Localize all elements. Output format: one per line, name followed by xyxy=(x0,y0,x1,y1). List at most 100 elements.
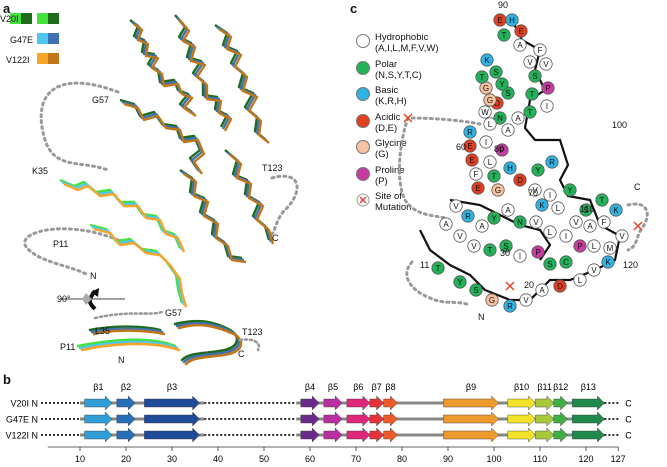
axis-tick-label: 20 xyxy=(121,454,131,464)
residue-47: T xyxy=(595,193,609,207)
strand-arrow-β13 xyxy=(572,427,605,443)
residue-69: C xyxy=(559,255,573,269)
legend-dot xyxy=(356,113,370,128)
residue-33: F xyxy=(469,167,483,181)
residue-letter: A xyxy=(505,126,511,135)
loop-2 xyxy=(405,260,472,307)
residue-letter: S xyxy=(532,72,537,81)
residue-letter: Y xyxy=(491,214,497,223)
residue-79: V xyxy=(519,293,533,307)
residue-61: A xyxy=(439,217,453,231)
residue-34: T xyxy=(487,169,501,183)
loop-g57 xyxy=(39,81,120,172)
residue-letter: H xyxy=(507,164,513,173)
strand-arrow-β4 xyxy=(300,411,320,427)
strand-label: β9 xyxy=(466,382,476,392)
strand-arrow-β2 xyxy=(116,395,136,411)
residue-56: A xyxy=(501,203,515,217)
residue-28: P xyxy=(495,143,509,157)
residue-letter: H xyxy=(509,16,515,25)
residue-letter: C xyxy=(563,258,569,267)
label-c: C xyxy=(272,233,279,243)
residue-letter: V xyxy=(591,266,597,275)
residue-letter: A xyxy=(539,286,545,295)
legend-name: Hydrophobic xyxy=(375,32,429,43)
legend-name: Basic xyxy=(375,85,399,96)
residue-40: R xyxy=(545,155,559,169)
strand-arrow-β11 xyxy=(535,395,555,411)
strand-arrow-β7 xyxy=(369,395,384,411)
residue-67: P xyxy=(531,245,545,259)
strand-arrow-β5 xyxy=(323,427,343,443)
mutation-site-icon xyxy=(505,281,515,291)
residue-letter: A xyxy=(479,222,485,231)
residue-letter: D xyxy=(557,282,563,291)
residue-number-label: 30 xyxy=(500,248,510,258)
backbone-upper xyxy=(119,14,270,175)
residue-71: L xyxy=(587,239,601,253)
residue-68: S xyxy=(543,257,557,271)
residue-letter: K xyxy=(484,56,490,65)
residue-14: A xyxy=(511,111,525,125)
strand-arrow-β8 xyxy=(383,411,398,427)
legend-dot xyxy=(356,140,370,154)
strand-arrow-β3 xyxy=(144,411,200,427)
residue-49: F xyxy=(597,215,611,229)
label-c-flat: C xyxy=(238,349,245,359)
strand-arrow-β1 xyxy=(84,411,113,427)
residue-letter: Y xyxy=(457,278,463,287)
residue-57: Y xyxy=(487,211,501,225)
v122i-swatch-a xyxy=(37,53,48,64)
strand-arrow-β10 xyxy=(507,427,536,443)
residue-number-label: 110 xyxy=(580,204,594,214)
residue-letter: D xyxy=(517,176,523,185)
residue-letter: G xyxy=(495,186,501,195)
strand-label: β8 xyxy=(385,382,395,392)
residue-letter: V xyxy=(471,242,477,251)
g47e-swatch-b xyxy=(48,33,59,44)
strand-arrow-β7 xyxy=(369,427,384,443)
residue-54: V xyxy=(529,215,543,229)
residue-letter: S xyxy=(473,286,478,295)
rotation-arrow-icon xyxy=(60,288,125,311)
residue-number-label: N xyxy=(478,312,485,322)
residue-82: S xyxy=(469,283,483,297)
residue-73: V xyxy=(615,229,629,243)
legend-sub: (P) xyxy=(375,175,388,187)
residue-number-label: 11 xyxy=(420,260,429,270)
residue-letter: L xyxy=(578,276,583,285)
residue-letter: S xyxy=(503,242,508,251)
legend-dot xyxy=(356,34,370,48)
strand-arrow-β2 xyxy=(116,411,136,427)
residue-48: K xyxy=(609,203,623,217)
residue-letter: T xyxy=(492,172,497,181)
residue-44: L xyxy=(551,201,565,215)
residue-1: E xyxy=(493,13,507,27)
residue-letter: R xyxy=(467,128,473,137)
axis-tick-label: 127 xyxy=(611,454,626,464)
label-k35: K35 xyxy=(32,166,49,176)
row-c-label: C xyxy=(625,415,632,425)
strand-label: β10 xyxy=(514,382,529,392)
residue-letter: F xyxy=(538,46,543,55)
legend-name: Glycine xyxy=(375,138,407,149)
residue-letter: K xyxy=(539,201,545,210)
residue-letter: V xyxy=(619,232,625,241)
residue-58: A xyxy=(475,219,489,233)
strand-label: β13 xyxy=(581,382,596,392)
row-c-label: C xyxy=(625,431,632,441)
legend-name: Acidic xyxy=(375,111,401,123)
residue-number-label: 120 xyxy=(623,260,638,270)
label-n-flat: N xyxy=(118,355,125,365)
strand-label: β3 xyxy=(167,382,177,392)
label-g57-flat: G57 xyxy=(165,308,183,318)
residue-letter: T xyxy=(488,246,493,255)
residue-letter: I xyxy=(565,232,567,241)
residue-46: S xyxy=(579,203,593,217)
axis-tick-label: 120 xyxy=(578,454,593,464)
residue-letter: K xyxy=(613,206,619,215)
axis-tick-label: 40 xyxy=(213,454,223,464)
residue-62: V xyxy=(453,229,467,243)
residue-letter: S xyxy=(505,89,510,98)
